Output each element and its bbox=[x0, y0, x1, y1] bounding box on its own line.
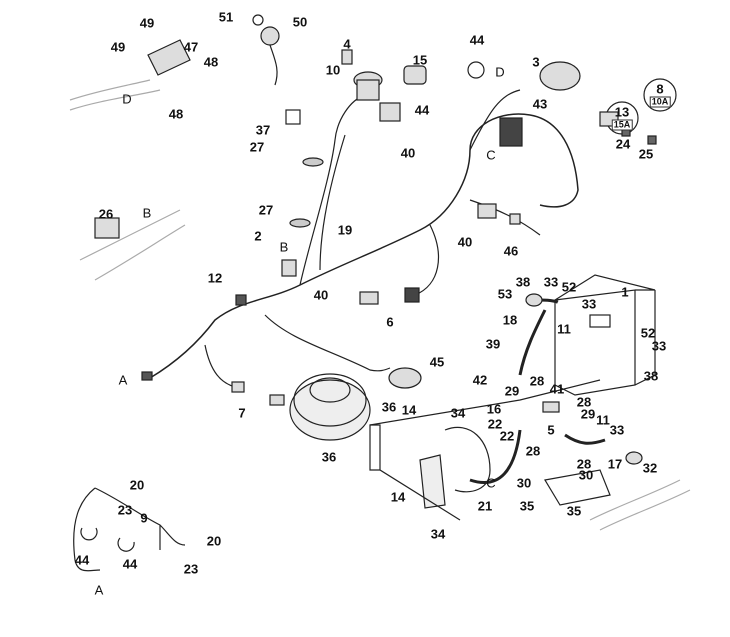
part-number-label: 28 bbox=[576, 456, 592, 472]
part-number-label: 38 bbox=[643, 368, 659, 384]
part-number-label: 22 bbox=[499, 428, 515, 444]
part-number-label: 14 bbox=[401, 402, 417, 418]
part-number-label: 44 bbox=[469, 32, 485, 48]
main-harness bbox=[149, 113, 579, 379]
part-number-label: 22 bbox=[487, 416, 503, 432]
part-number-label: 4 bbox=[343, 36, 351, 52]
part-number-label: 24 bbox=[615, 136, 631, 152]
part-number-label: 33 bbox=[651, 338, 667, 354]
part-number-label: 28 bbox=[525, 443, 541, 459]
part-number-label: 9 bbox=[140, 510, 148, 526]
part-number-label: 23 bbox=[183, 561, 199, 577]
part-number-label: 52 bbox=[640, 325, 656, 341]
part-number-label: 35 bbox=[519, 498, 535, 514]
part-number-label: 26 bbox=[98, 206, 114, 222]
part-number-label: 53 bbox=[497, 286, 513, 302]
part-number-label: 23 bbox=[117, 502, 133, 518]
harness-branch-lower bbox=[264, 314, 391, 372]
part-number-label: 52 bbox=[561, 279, 577, 295]
part-number-label: 5 bbox=[547, 422, 555, 438]
part-number-label: 35 bbox=[566, 503, 582, 519]
part-number-label: 14 bbox=[390, 489, 406, 505]
harness-branch-right bbox=[319, 134, 346, 271]
fuse-rating-label: 15A bbox=[611, 119, 633, 131]
part-number-label: 25 bbox=[638, 146, 654, 162]
part-number-label: 3 bbox=[532, 54, 540, 70]
part-number-label: 49 bbox=[110, 39, 126, 55]
part-number-label: 40 bbox=[457, 234, 473, 250]
part-number-label: 48 bbox=[168, 106, 184, 122]
part-number-label: 21 bbox=[477, 498, 493, 514]
connection-letter-label: B bbox=[279, 239, 289, 255]
part-number-label: 37 bbox=[255, 122, 271, 138]
part-number-label: 10 bbox=[325, 62, 341, 78]
part-number-label: 27 bbox=[258, 202, 274, 218]
part-number-label: 32 bbox=[642, 460, 658, 476]
part-number-label: 49 bbox=[139, 15, 155, 31]
part-number-label: 47 bbox=[183, 39, 199, 55]
connection-letter-label: A bbox=[94, 582, 104, 598]
part-number-label: 38 bbox=[515, 274, 531, 290]
part-number-label: 18 bbox=[502, 312, 518, 328]
part-number-label: 51 bbox=[218, 9, 234, 25]
part-number-label: 41 bbox=[549, 381, 565, 397]
fuse-rating-label: 10A bbox=[649, 96, 671, 108]
part-number-label: 34 bbox=[430, 526, 446, 542]
part-number-label: 29 bbox=[504, 383, 520, 399]
part-number-label: 34 bbox=[450, 405, 466, 421]
part-number-label: 39 bbox=[485, 336, 501, 352]
battery-outline bbox=[554, 274, 656, 396]
connection-letter-label: A bbox=[118, 372, 128, 388]
harness-9 bbox=[73, 487, 186, 572]
part-number-label: 43 bbox=[532, 96, 548, 112]
part-number-label: 33 bbox=[543, 274, 559, 290]
part-number-label: 7 bbox=[238, 405, 246, 421]
part-number-label: 12 bbox=[207, 270, 223, 286]
harness-branch-46 bbox=[469, 199, 541, 236]
part-number-label: 16 bbox=[486, 401, 502, 417]
part-number-label: 19 bbox=[337, 222, 353, 238]
part-number-label: 29 bbox=[580, 406, 596, 422]
part-number-label: 50 bbox=[292, 14, 308, 30]
part-number-label: 6 bbox=[386, 314, 394, 330]
part-number-label: 33 bbox=[609, 422, 625, 438]
harness-branch-6 bbox=[414, 224, 439, 296]
part-number-label: 45 bbox=[429, 354, 445, 370]
part-number-label: 46 bbox=[503, 243, 519, 259]
part-number-label: 30 bbox=[578, 467, 594, 483]
connection-letter-label: D bbox=[495, 64, 505, 80]
part-number-label: 8 bbox=[656, 81, 664, 97]
part-number-label: 36 bbox=[381, 399, 397, 415]
part-number-label: 11 bbox=[557, 321, 571, 337]
part-number-label: 33 bbox=[581, 296, 597, 312]
part-number-label: 40 bbox=[400, 145, 416, 161]
part-number-label: 28 bbox=[529, 373, 545, 389]
connection-letter-label: D bbox=[122, 91, 132, 107]
part-number-label: 44 bbox=[414, 102, 430, 118]
part-number-label: 17 bbox=[607, 456, 623, 472]
part-number-label: 28 bbox=[576, 394, 592, 410]
part-number-label: 40 bbox=[313, 287, 329, 303]
part-number-label: 27 bbox=[249, 139, 265, 155]
connection-letter-label: C bbox=[486, 147, 496, 163]
part-number-label: 1 bbox=[621, 284, 629, 300]
connection-letter-label: B bbox=[142, 205, 152, 221]
part-number-label: 15 bbox=[412, 52, 428, 68]
harness-branch-up bbox=[299, 94, 366, 286]
connection-letter-label: C bbox=[486, 475, 496, 491]
part-number-label: 42 bbox=[472, 372, 488, 388]
part-number-label: 36 bbox=[321, 449, 337, 465]
part-number-label: 13 bbox=[614, 104, 630, 120]
part-number-label: 11 bbox=[596, 412, 610, 428]
part-number-label: 20 bbox=[129, 477, 145, 493]
part-number-label: 48 bbox=[203, 54, 219, 70]
part-number-label: 20 bbox=[206, 533, 222, 549]
part-number-label: 44 bbox=[122, 556, 138, 572]
part-number-label: 2 bbox=[254, 228, 262, 244]
part-number-label: 44 bbox=[74, 552, 90, 568]
part-number-label: 30 bbox=[516, 475, 532, 491]
